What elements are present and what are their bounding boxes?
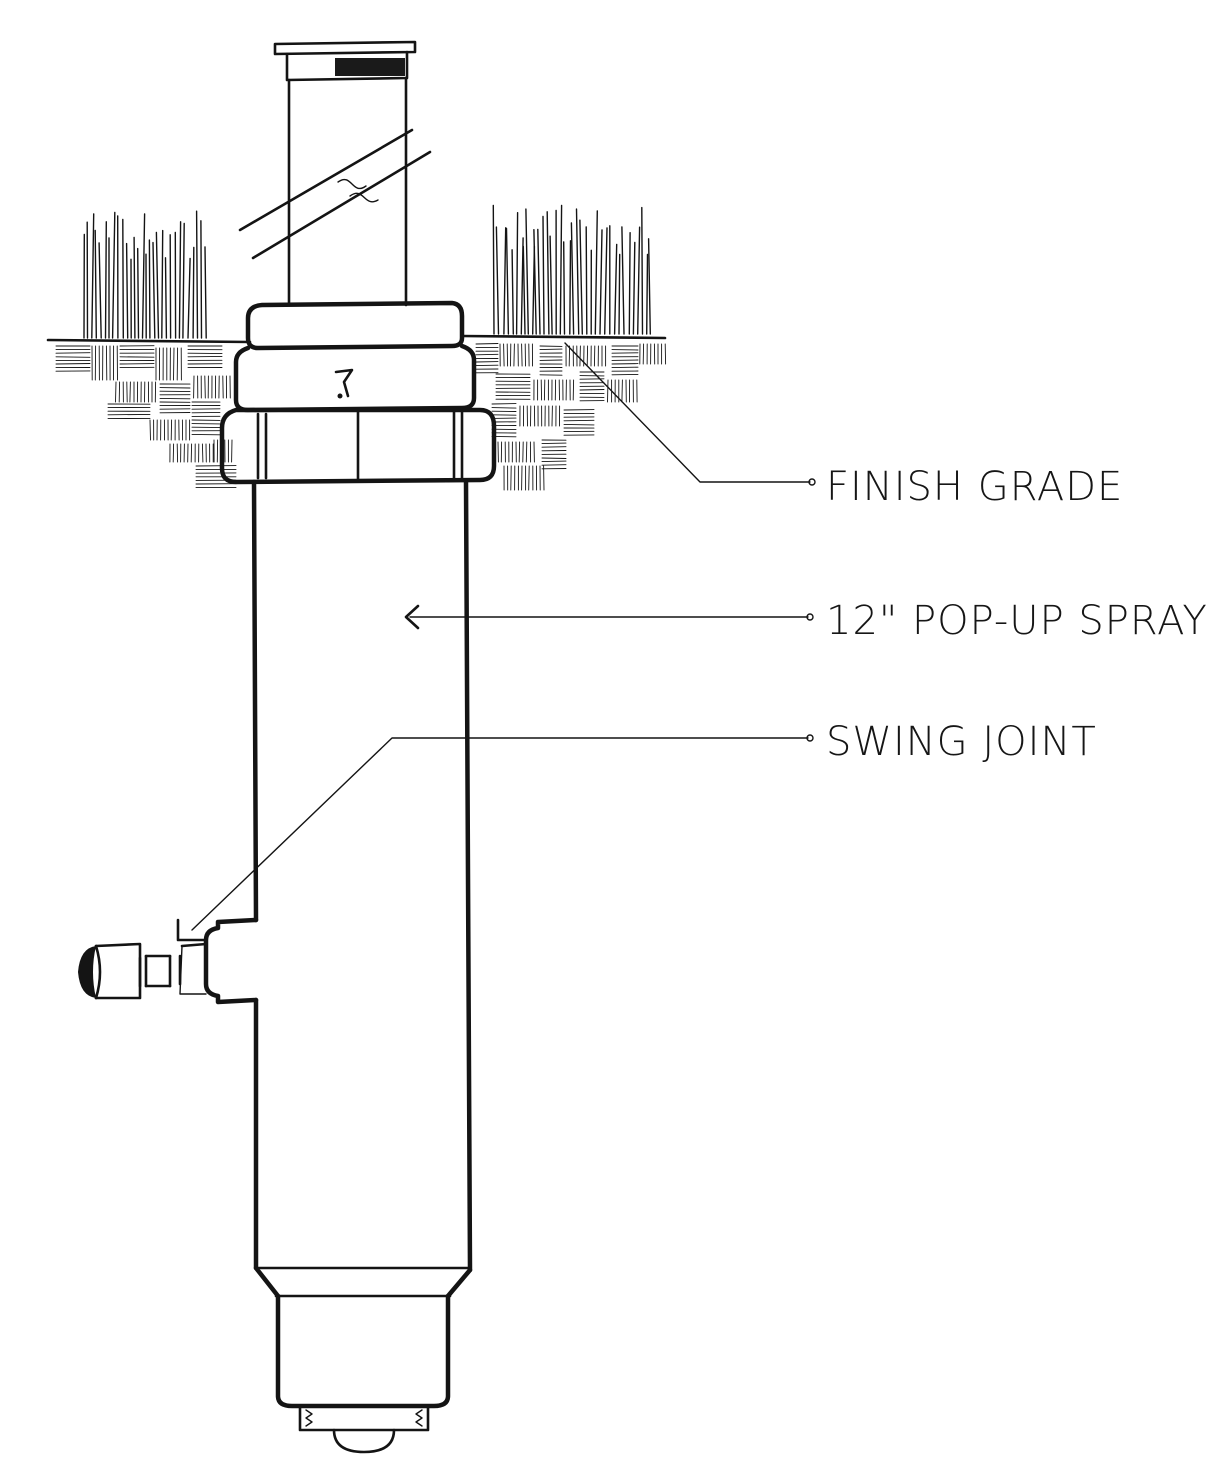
callout-finish-grade: FINISH GRADE xyxy=(826,464,1123,510)
soil-left xyxy=(55,345,237,489)
swing-joint-pipe xyxy=(78,942,142,1000)
leader-finish-grade xyxy=(564,342,816,486)
sprinkler-cap xyxy=(233,300,477,413)
grass-left xyxy=(83,210,207,339)
nozzle-band xyxy=(335,58,405,76)
leader-popup-spray xyxy=(404,604,814,630)
leader-swing-joint xyxy=(191,734,814,931)
riser-stem xyxy=(238,40,432,307)
finish-grade-line xyxy=(46,334,667,344)
body-collar xyxy=(219,407,497,485)
grass-right xyxy=(492,204,651,335)
sprinkler-body xyxy=(251,479,473,1454)
callout-popup-spray: 12" POP-UP SPRAY xyxy=(826,598,1208,644)
callout-swing-joint: SWING JOINT xyxy=(826,719,1097,765)
side-inlet xyxy=(138,917,259,1005)
